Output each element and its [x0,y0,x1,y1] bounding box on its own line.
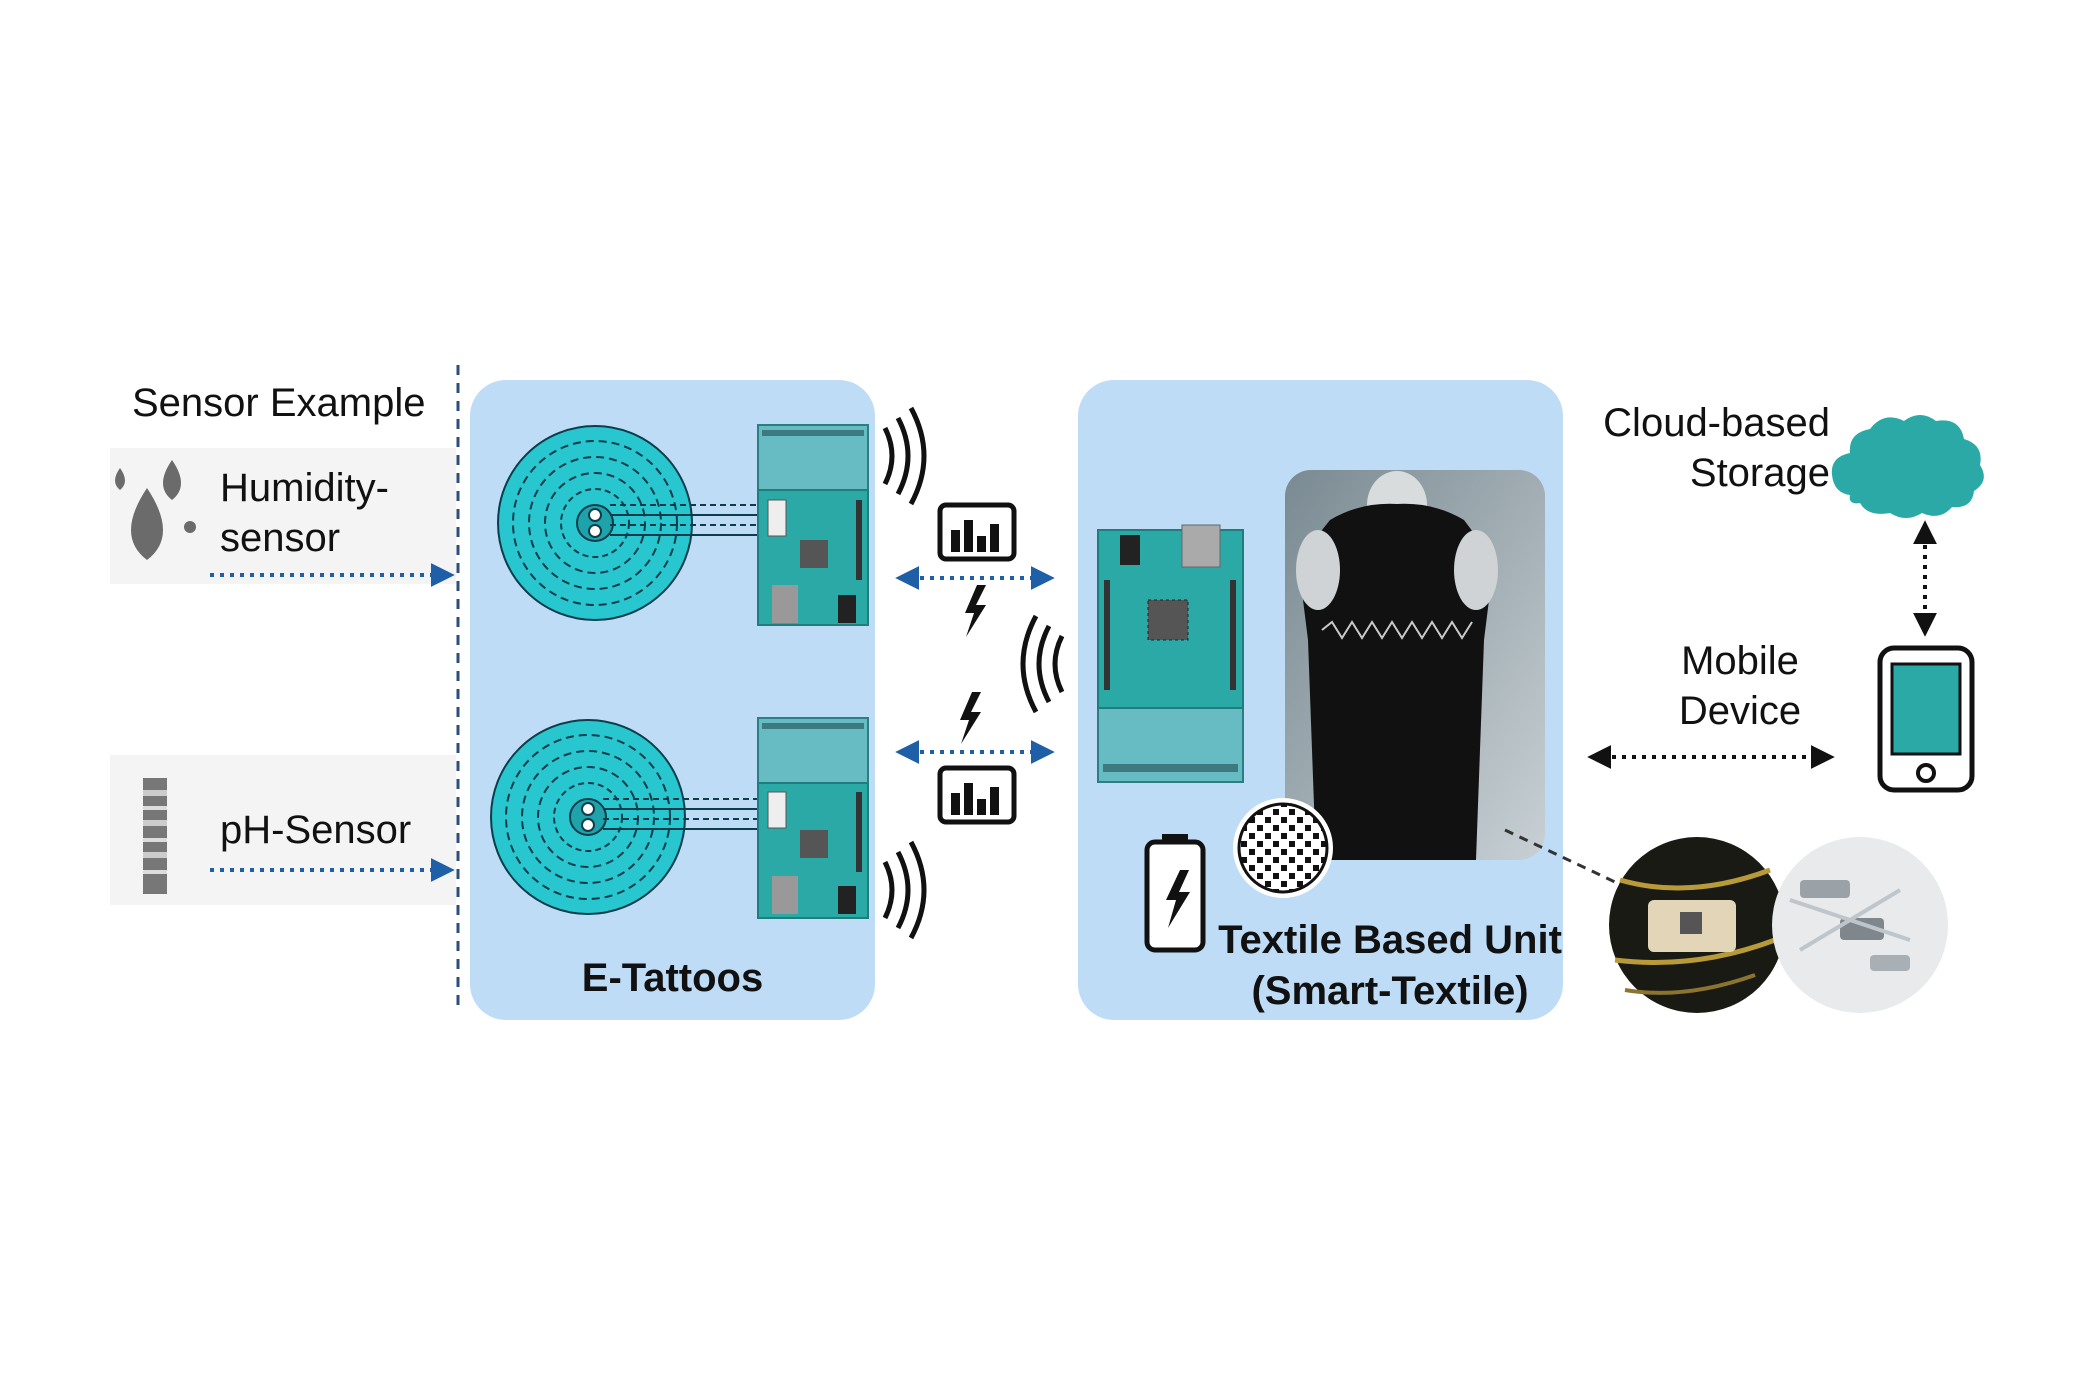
lightning-icon-bottom [960,692,981,744]
smartphone-icon [1877,645,1975,793]
cloud-icon [1831,415,1984,518]
ph-sensor-panel [110,755,456,905]
mobile-device-label-line1: Mobile [1681,639,1799,683]
cloud-storage-label-line1: Cloud-based [1603,401,1830,445]
textile-unit-label-line2: (Smart-Textile) [1251,969,1529,1013]
ph-sensor-label: pH-Sensor [220,808,412,852]
battery-icon [1144,834,1206,953]
textile-weave-icon [1233,798,1333,898]
microcontroller-board-top [757,424,869,626]
microcontroller-board-bottom [757,717,869,919]
bar-chart-icon-top [937,502,1017,562]
cloud-storage-label-line2: Storage [1689,451,1830,495]
lightning-icon-top [965,585,986,637]
sensor-example-header: Sensor Example [132,381,426,425]
mobile-device-label-line2: Device [1678,689,1802,733]
wireless-signal-icon-bottom [882,840,927,940]
etattoo-sensor-bottom [490,719,765,915]
water-drops-icon [115,460,196,560]
wireless-signal-icon-top [882,406,927,506]
humidity-sensor-label-line2: sensor [220,516,341,560]
ph-strip-icon [143,778,167,894]
textile-unit-label-line1: Textile Based Unit [1218,918,1562,962]
etattoo-sensor-top [497,425,765,621]
textile-electronics-photo-left [1609,837,1785,1013]
wireless-signal-icon-middle [1020,614,1065,714]
etattoos-label: E-Tattoos [581,956,764,1000]
textile-microcontroller-board [1097,524,1244,783]
textile-electronics-photo-right [1772,837,1948,1013]
bar-chart-icon-bottom [937,765,1017,825]
humidity-sensor-label-line1: Humidity- [220,466,389,510]
smart-shirt-image [1285,470,1545,860]
shirt-detail-connector [1504,828,1616,884]
